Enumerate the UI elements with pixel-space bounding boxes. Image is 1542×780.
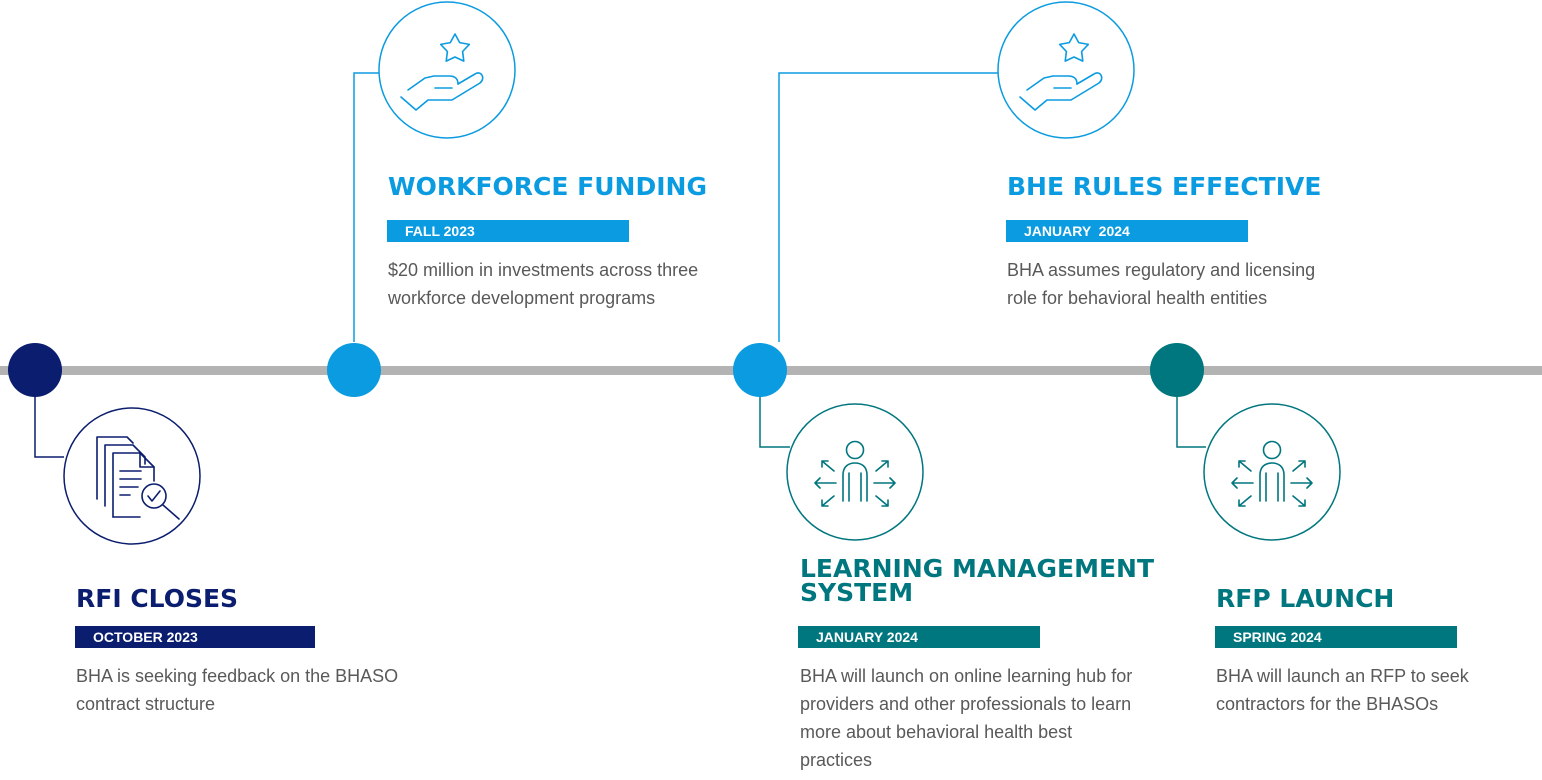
connector-workforce: [353, 72, 383, 342]
milestone-dot-workforce: [327, 343, 381, 397]
person-arrows-icon: [814, 440, 896, 507]
milestone-dot-rfp: [1150, 343, 1204, 397]
icon-circle-bhe: [997, 1, 1135, 139]
milestone-date-bhe: JANUARY 2024: [1006, 220, 1248, 242]
milestone-description-rfp: BHA will launch an RFP to seek contracto…: [1216, 666, 1469, 714]
connector-rfi: [34, 374, 64, 458]
milestone-description-lms: BHA will launch on online learning hub f…: [800, 666, 1133, 770]
icon-circle-rfp: [1203, 403, 1341, 541]
hand-star-icon: [1019, 33, 1103, 111]
connector-bhe: [778, 72, 998, 342]
milestone-date-workforce: FALL 2023: [387, 220, 629, 242]
milestone-dot-rfi: [8, 343, 62, 397]
hand-star-icon: [400, 33, 484, 111]
milestone-title-bhe: BHE RULES EFFECTIVE: [1007, 172, 1322, 201]
icon-circle-lms: [786, 403, 924, 541]
milestone-date-rfi: OCTOBER 2023: [75, 626, 315, 648]
milestone-title-workforce: WORKFORCE FUNDING: [388, 172, 707, 201]
milestone-title-rfp: RFP LAUNCH: [1216, 584, 1395, 613]
connector-lms: [759, 374, 790, 448]
document-search-icon: [96, 436, 180, 520]
milestone-title-rfi: RFI CLOSES: [76, 584, 239, 613]
icon-circle-workforce: [378, 1, 516, 139]
milestone-title-lms: LEARNING MANAGEMENT SYSTEM: [800, 554, 1155, 607]
milestone-dot-bhe: [733, 343, 787, 397]
milestone-description-rfi: BHA is seeking feedback on the BHASO con…: [76, 666, 399, 714]
milestone-description-workforce: $20 million in investments across three …: [388, 260, 699, 308]
person-arrows-icon: [1231, 440, 1313, 507]
milestone-description-bhe: BHA assumes regulatory and licensing rol…: [1007, 260, 1316, 308]
milestone-date-rfp: SPRING 2024: [1215, 626, 1457, 648]
icon-circle-rfi: [63, 407, 201, 545]
connector-rfp: [1176, 374, 1206, 448]
milestone-date-lms: JANUARY 2024: [798, 626, 1040, 648]
